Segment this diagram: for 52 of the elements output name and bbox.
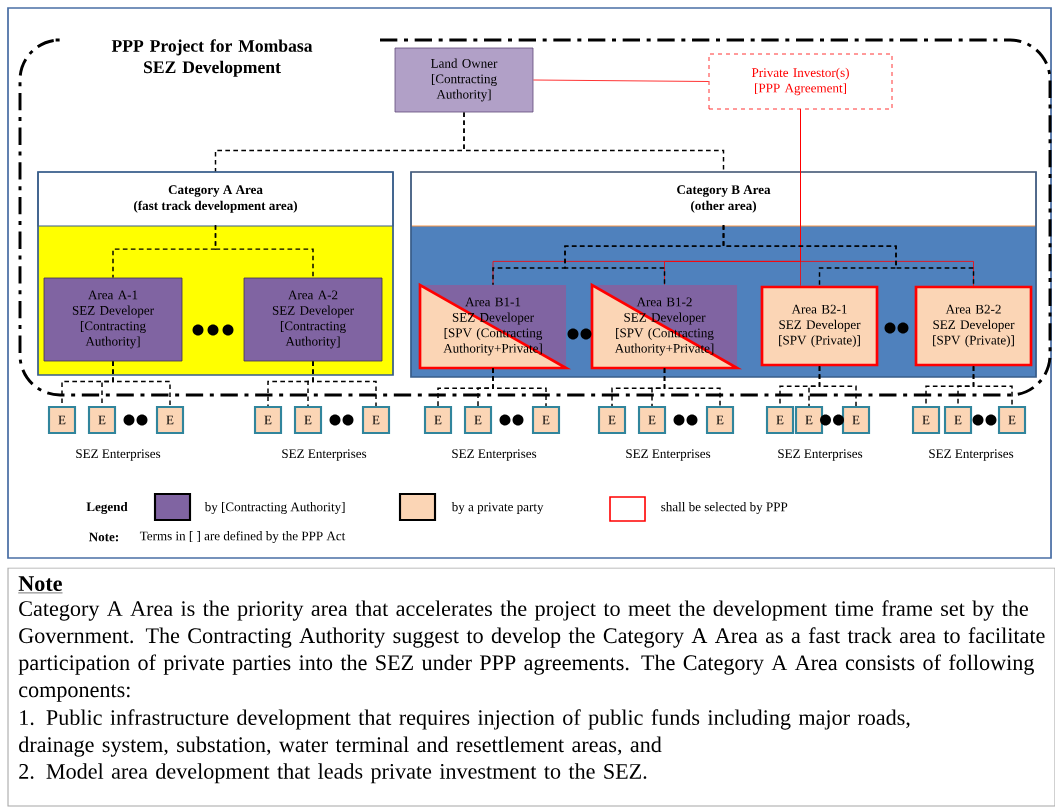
- connector: [533, 79, 709, 82]
- developer-box: Area A-1 SEZ Developer [Contracting Authority]: [43, 277, 183, 362]
- enterprise-box: E: [637, 405, 667, 435]
- label-text: SEZ Enterprises: [929, 449, 1014, 461]
- connector: [800, 109, 974, 287]
- title: PPP Project for Mombasa SEZ Development: [111, 39, 313, 77]
- connector: [818, 365, 857, 407]
- connector: [492, 367, 547, 407]
- legend-text: by a private party: [451, 502, 544, 514]
- enterprise-box: E: [253, 405, 283, 435]
- connector: [112, 360, 171, 407]
- note-paragraph: Category A Area is the priority area that accelerates the project to meet the development time frame set by the Government. The Contracting Authority suggest to develop the Category A Area as a fast track area to facilitate participation of private parties into the SEZ under PPP agreements. The Category A Area consists of following components:: [18, 600, 1045, 702]
- enterprise-box: E: [531, 405, 561, 435]
- connector: [312, 360, 377, 407]
- note-heading: Note: [18, 576, 63, 594]
- enterprise-box: E: [293, 405, 323, 435]
- enterprise-box: E: [87, 405, 117, 435]
- enterprise-box: E: [997, 405, 1027, 435]
- investor-box: Private Investor(s) [PPP Agreement]: [708, 53, 893, 110]
- enterprise-box: E: [463, 405, 493, 435]
- connector: [463, 111, 725, 172]
- note-heading: Note:: [88, 532, 118, 542]
- enterprise-box: E: [47, 405, 77, 435]
- connector: [214, 224, 314, 279]
- enterprise-box: E: [705, 405, 735, 435]
- list-item: 2. Model area development that leads private investment to the SEZ.: [19, 763, 647, 784]
- enterprise-box: E: [155, 405, 185, 435]
- enterprise-box: E: [943, 405, 973, 435]
- developer-box: Area B2-1 SEZ Developer [SPV (Private)]: [760, 285, 879, 367]
- connector: [663, 367, 721, 407]
- legend-heading: Legend: [86, 502, 128, 514]
- enterprise-box: E: [597, 405, 627, 435]
- list-item: 1. Public infrastructure development that requires injection of public funds including major roads, drainage system, substation, water terminal and resettlement areas, and: [19, 709, 910, 757]
- developer-box: Area B2-2 SEZ Developer [SPV (Private)]: [914, 285, 1033, 367]
- label-text: SEZ Enterprises: [282, 449, 367, 461]
- label-text: SEZ Enterprises: [778, 449, 863, 461]
- note-text: Terms in [ ] are defined by the PPP Act: [139, 531, 346, 543]
- label-text: SEZ Enterprises: [76, 449, 161, 461]
- enterprise-box: E: [423, 405, 453, 435]
- legend-text: by [Contracting Authority]: [204, 502, 345, 514]
- enterprise-box: E: [794, 405, 824, 435]
- enterprise-box: E: [841, 405, 871, 435]
- label-text: SEZ Enterprises: [452, 449, 537, 461]
- connector: [722, 224, 975, 287]
- legend-text: shall be selected by PPP: [661, 502, 788, 514]
- enterprise-box: E: [911, 405, 941, 435]
- connector: [972, 365, 1013, 407]
- enterprise-box: E: [361, 405, 391, 435]
- enterprise-box: E: [765, 405, 795, 435]
- developer-box: Area A-2 SEZ Developer [Contracting Authority]: [243, 277, 383, 362]
- owner-box: Land Owner [Contracting Authority]: [394, 47, 534, 113]
- label-text: SEZ Enterprises: [626, 449, 711, 461]
